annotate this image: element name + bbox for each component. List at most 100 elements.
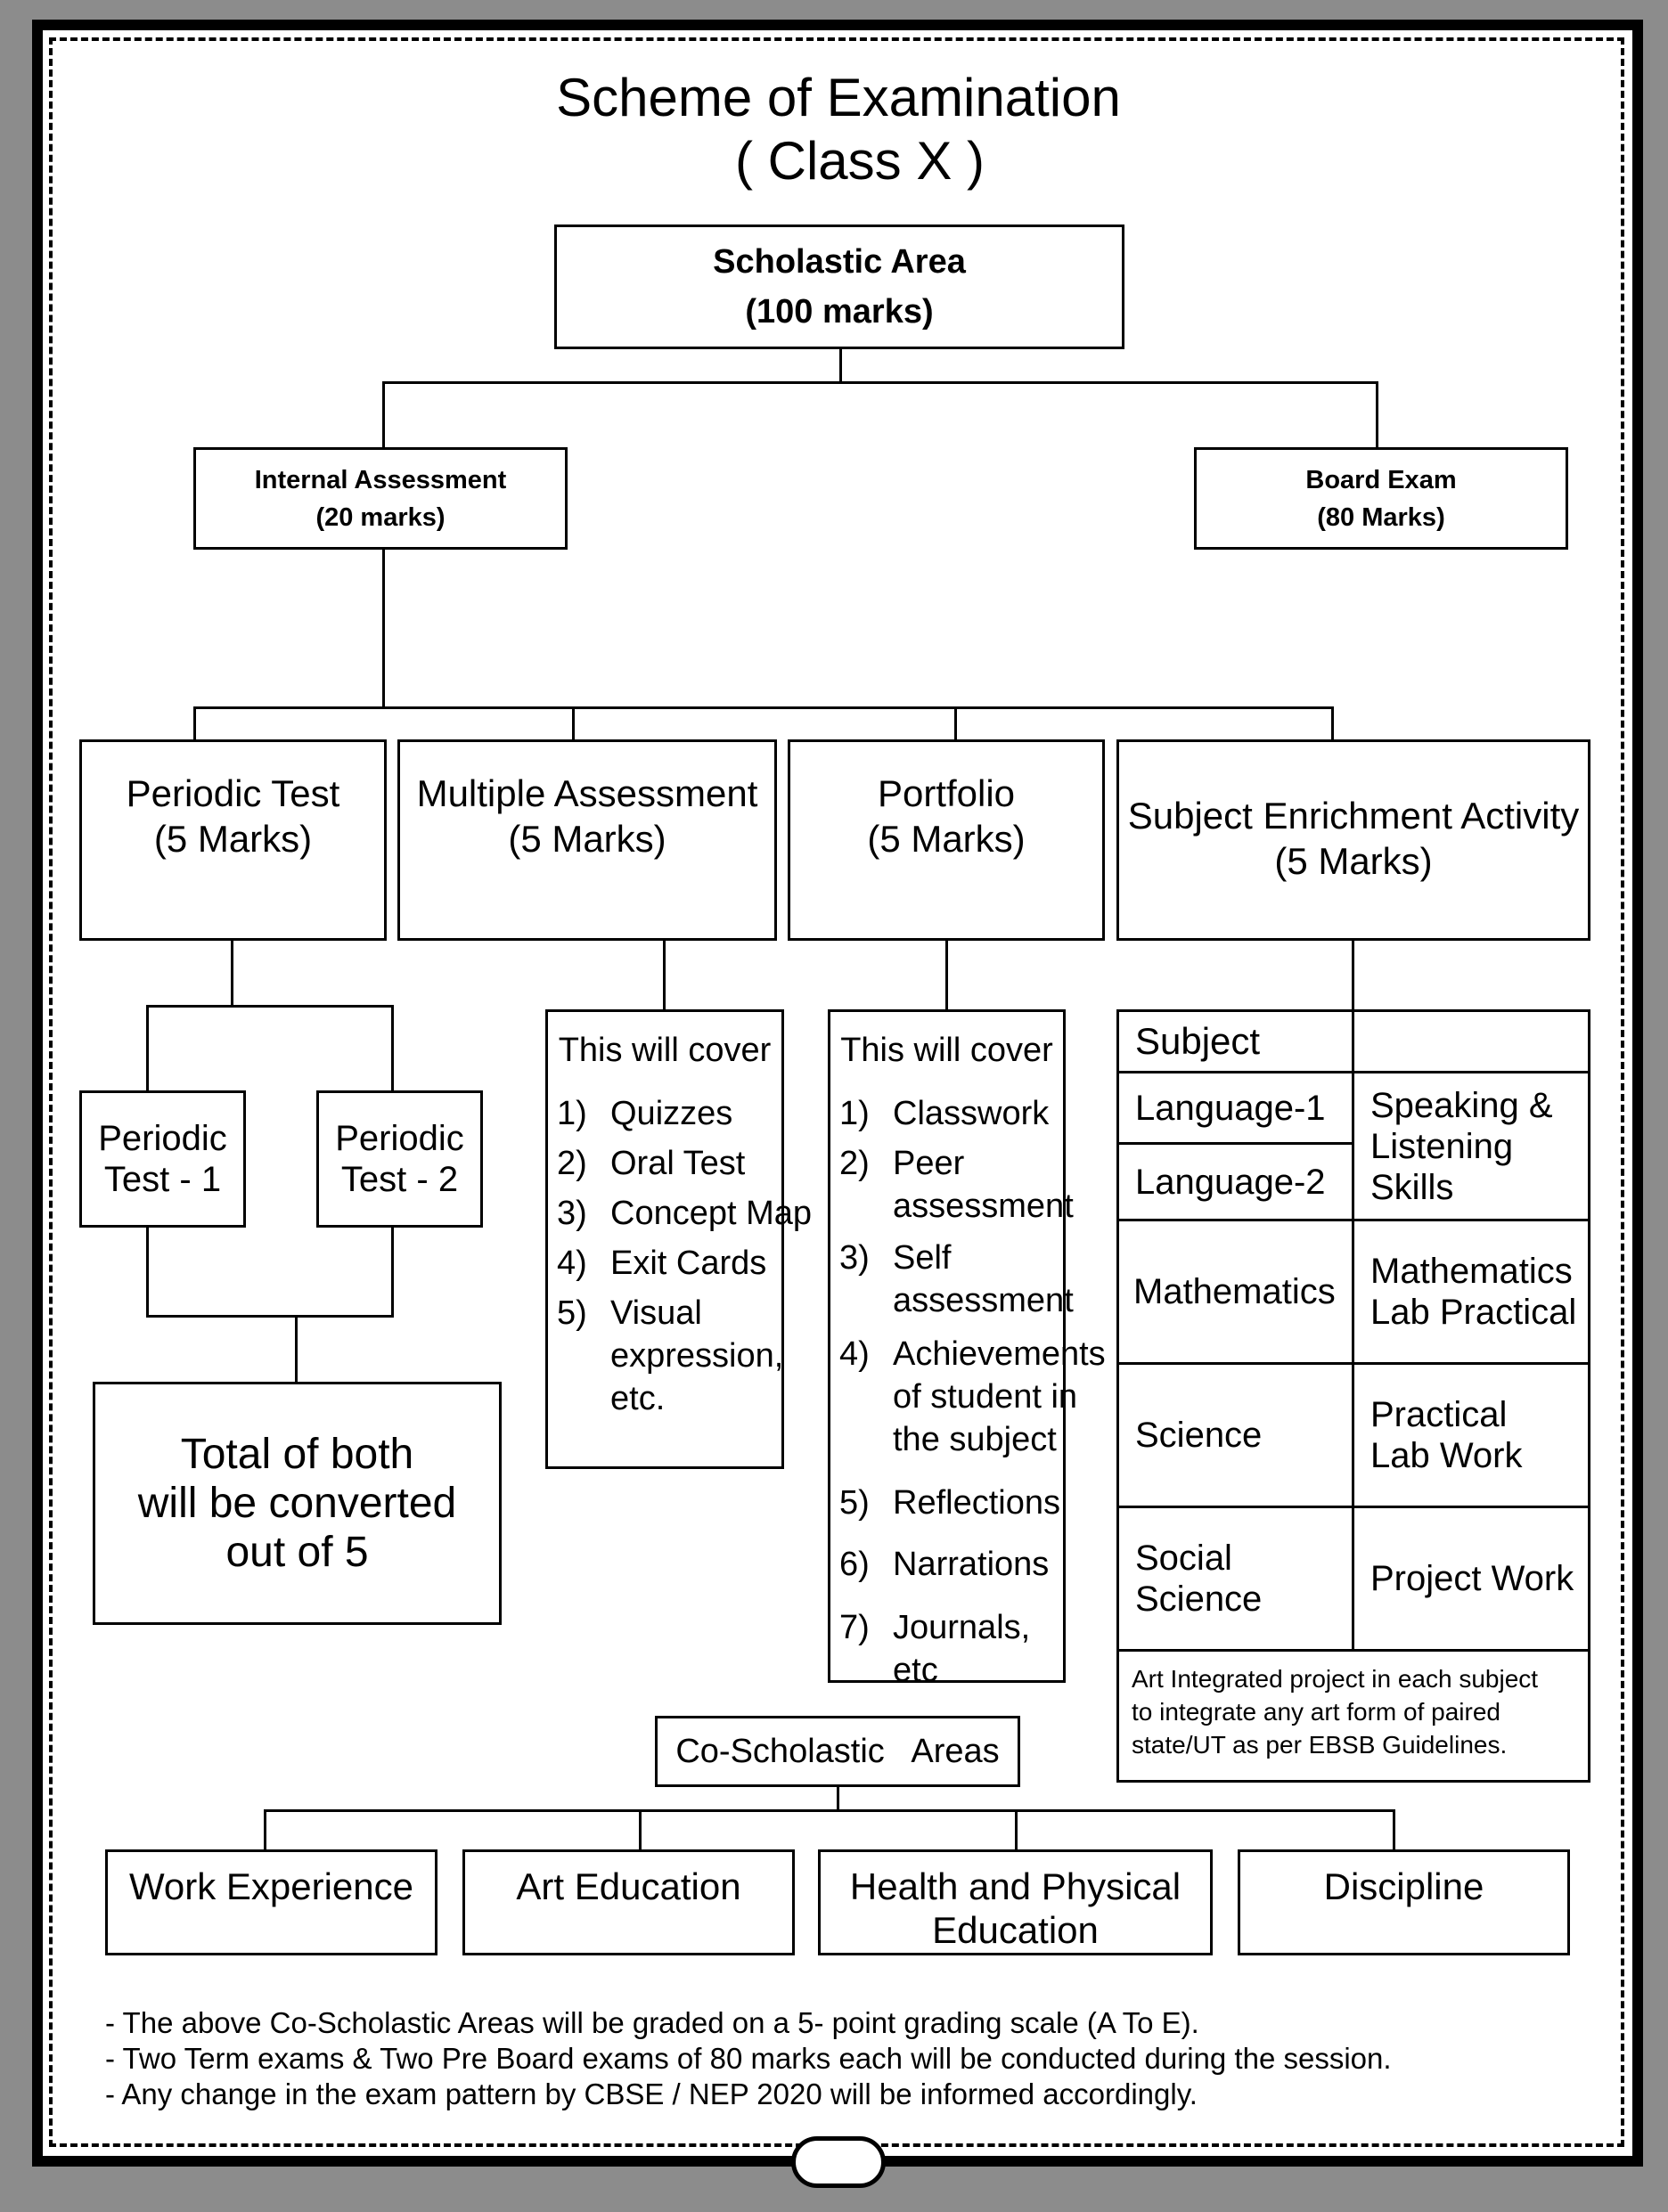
- co-scholastic-title: Co-Scholastic Areas: [675, 1732, 1000, 1770]
- connector: [639, 1809, 642, 1851]
- subject-enrichment-marks: (5 Marks): [1274, 840, 1433, 882]
- item-text: Peer assessment: [893, 1145, 1074, 1225]
- connector: [146, 1315, 394, 1318]
- health-physical-education-box: Health and Physical Education: [818, 1849, 1213, 1955]
- page-subtitle: ( Class X ): [734, 131, 985, 191]
- table-cell-maths: Mathematics: [1133, 1272, 1336, 1311]
- connector: [295, 1315, 298, 1384]
- discipline-box: Discipline: [1238, 1849, 1570, 1955]
- periodic-test-marks: (5 Marks): [153, 818, 313, 860]
- item-number: 2): [839, 1145, 870, 1182]
- page-title: Scheme of Examination: [556, 68, 1121, 127]
- item-number: 1): [557, 1095, 587, 1132]
- periodic-total-line2: will be converted: [137, 1480, 457, 1527]
- item-text: Oral Test: [610, 1145, 746, 1182]
- work-experience-label: Work Experience: [128, 1865, 414, 1907]
- art-education-box: Art Education: [462, 1849, 795, 1955]
- table-cell-social-activity: Project Work: [1370, 1559, 1574, 1598]
- connector: [391, 1005, 394, 1092]
- scholastic-area-marks: (100 marks): [745, 293, 934, 331]
- internal-assessment-marks: (20 marks): [315, 502, 446, 532]
- table-cell-language-1: Language-1: [1135, 1088, 1326, 1128]
- item-number: 1): [839, 1095, 870, 1132]
- list-heading: This will cover: [558, 1032, 772, 1069]
- table-rule: [1116, 1142, 1353, 1145]
- table-cell-science: Science: [1135, 1416, 1263, 1455]
- connector: [146, 1005, 149, 1092]
- board-exam-marks: (80 Marks): [1317, 502, 1445, 532]
- connector: [382, 381, 1378, 384]
- periodic-test-box: Periodic Test (5 Marks): [79, 739, 387, 941]
- connector: [146, 1228, 149, 1317]
- periodic-test-label: Periodic Test: [126, 772, 340, 814]
- internal-assessment-label: Internal Assessment: [254, 465, 507, 494]
- connector: [1015, 1809, 1018, 1851]
- note-line: - Two Term exams & Two Pre Board exams o…: [105, 2042, 1392, 2075]
- portfolio-list: This will cover 1)Classwork 2)Peer asses…: [828, 1009, 1106, 1689]
- table-cell-science-activity: Practical Lab Work: [1370, 1395, 1523, 1475]
- connector: [839, 349, 842, 383]
- scholastic-area-label: Scholastic Area: [713, 243, 966, 281]
- item-number: 2): [557, 1145, 587, 1182]
- item-number: 3): [557, 1195, 587, 1232]
- subject-enrichment-label: Subject Enrichment Activity: [1127, 795, 1580, 837]
- item-number: 6): [839, 1546, 870, 1583]
- connector: [382, 550, 385, 708]
- connector: [264, 1809, 266, 1851]
- item-number: 4): [839, 1335, 870, 1373]
- table-cell-language-2: Language-2: [1135, 1162, 1326, 1202]
- item-text: Visual expression, etc.: [610, 1294, 784, 1417]
- multiple-assessment-box: Multiple Assessment (5 Marks): [397, 739, 777, 941]
- connector: [1331, 706, 1334, 742]
- work-experience-box: Work Experience: [105, 1849, 437, 1955]
- periodic-total-line3: out of 5: [225, 1529, 369, 1576]
- internal-assessment-box: Internal Assessment (20 marks): [193, 447, 568, 550]
- subject-enrichment-box: Subject Enrichment Activity (5 Marks): [1116, 739, 1590, 941]
- list-heading: This will cover: [840, 1032, 1053, 1069]
- board-exam-box: Board Exam (80 Marks): [1194, 447, 1568, 550]
- portfolio-marks: (5 Marks): [867, 818, 1026, 860]
- table-cell-social-science: Social Science: [1135, 1539, 1263, 1619]
- board-exam-label: Board Exam: [1305, 465, 1457, 494]
- bottom-oval-ornament: [791, 2136, 886, 2188]
- periodic-test-2-line2: Test - 2: [340, 1160, 459, 1199]
- item-text: Reflections: [893, 1484, 1060, 1522]
- item-number: 5): [839, 1484, 870, 1522]
- item-number: 4): [557, 1245, 587, 1282]
- connector: [954, 706, 957, 742]
- periodic-test-1-box: Periodic Test - 1: [79, 1090, 246, 1228]
- portfolio-box: Portfolio (5 Marks): [788, 739, 1105, 941]
- item-text: Journals, etc: [893, 1609, 1031, 1689]
- table-rule: [1116, 1506, 1590, 1508]
- periodic-test-1-line1: Periodic: [98, 1119, 227, 1158]
- art-education-label: Art Education: [516, 1865, 741, 1907]
- multiple-assessment-label: Multiple Assessment: [416, 772, 758, 814]
- connector: [1393, 1809, 1395, 1851]
- connector: [663, 941, 666, 1012]
- connector: [837, 1787, 839, 1811]
- connector: [146, 1005, 394, 1008]
- table-rule: [1352, 1009, 1354, 1651]
- portfolio-label: Portfolio: [877, 772, 1016, 814]
- discipline-label: Discipline: [1323, 1865, 1484, 1907]
- connector: [382, 381, 385, 449]
- connector: [391, 1228, 394, 1317]
- item-number: 5): [557, 1294, 587, 1332]
- note-line: - The above Co-Scholastic Areas will be …: [105, 2006, 1199, 2039]
- table-note: Art Integrated project in each subject t…: [1132, 1665, 1539, 1759]
- periodic-test-1-line2: Test - 1: [103, 1160, 222, 1199]
- periodic-total-box: Total of both will be converted out of 5: [93, 1382, 502, 1625]
- item-text: Concept Map: [610, 1195, 813, 1232]
- table-rule: [1116, 1219, 1590, 1221]
- periodic-total-line1: Total of both: [180, 1431, 414, 1478]
- connector: [193, 706, 196, 742]
- connector: [231, 941, 233, 1007]
- item-text: Self assessment: [893, 1239, 1074, 1319]
- table-cell-maths-activity: Mathematics Lab Practical: [1370, 1252, 1577, 1332]
- connector: [572, 706, 575, 742]
- co-scholastic-box: Co-Scholastic Areas: [655, 1716, 1020, 1787]
- connector: [1352, 941, 1354, 1012]
- connector: [1376, 381, 1378, 449]
- connector: [264, 1809, 1395, 1812]
- table-rule: [1116, 1362, 1590, 1365]
